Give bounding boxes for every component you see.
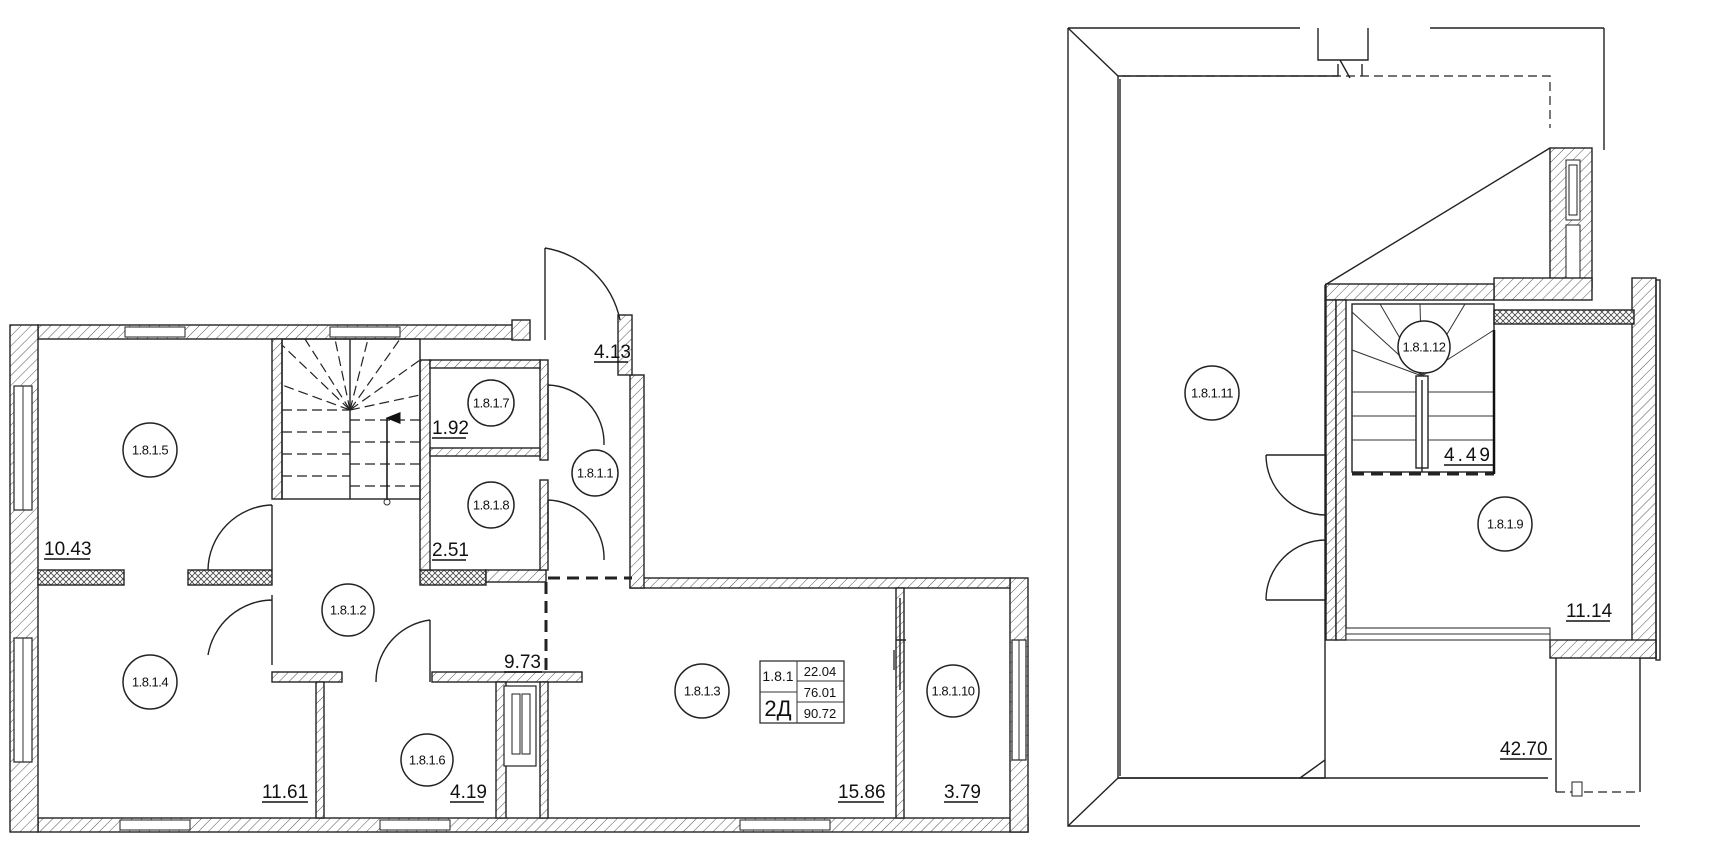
svg-text:3.79: 3.79	[944, 782, 981, 803]
svg-text:1.8.1.1: 1.8.1.1	[577, 466, 614, 481]
area-label: 4.49	[1444, 445, 1494, 466]
svg-text:1.8.1.6: 1.8.1.6	[409, 753, 446, 768]
svg-text:1.8.1.9: 1.8.1.9	[1487, 517, 1524, 532]
apartment-type: 2Д	[764, 696, 791, 721]
svg-text:11.14: 11.14	[1566, 601, 1613, 622]
svg-text:1.8.1.8: 1.8.1.8	[473, 498, 510, 513]
room-bubble-1-8-1-1: 1.8.1.1	[571, 449, 619, 497]
svg-text:2.51: 2.51	[432, 540, 469, 561]
svg-text:1.92: 1.92	[432, 418, 469, 439]
room-bubble-1-8-1-6: 1.8.1.6	[400, 733, 454, 787]
area-label: 4.19	[450, 782, 487, 803]
room-bubble-1-8-1-11: 1.8.1.11	[1184, 365, 1240, 421]
outer-walls	[9, 324, 1029, 833]
svg-text:4.19: 4.19	[450, 782, 487, 803]
svg-text:1.8.1.3: 1.8.1.3	[684, 684, 721, 699]
svg-text:1.8.1.4: 1.8.1.4	[132, 675, 169, 690]
room-bubble-1-8-1-8: 1.8.1.8	[467, 481, 515, 529]
floor-1-plan: 1.8.1.5 1.8.1.7 1.8.1.8 1.8.1.1 1.8.1.2 …	[9, 247, 1029, 833]
room-bubble-1-8-1-4: 1.8.1.4	[122, 654, 178, 710]
area-label: 4.13	[594, 342, 631, 363]
zone-boundary	[544, 576, 632, 672]
svg-text:1.8.1.10: 1.8.1.10	[932, 684, 975, 699]
staircase-floor-1	[281, 338, 421, 506]
svg-text:11.61: 11.61	[262, 782, 308, 803]
svg-text:15.86: 15.86	[838, 782, 886, 803]
balcony-outline	[1555, 658, 1641, 792]
svg-text:1.8.1.7: 1.8.1.7	[473, 396, 510, 411]
svg-text:1.8.1.5: 1.8.1.5	[132, 443, 169, 458]
svg-text:4.49: 4.49	[1444, 445, 1493, 466]
room-bubble-1-8-1-10: 1.8.1.10	[926, 664, 980, 718]
area-label: 9.73	[504, 652, 542, 673]
total-with-terrace: 90.72	[804, 706, 837, 721]
svg-text:1.8.1.12: 1.8.1.12	[1403, 340, 1446, 355]
room-bubble-1-8-1-3: 1.8.1.3	[674, 663, 730, 719]
total-area: 76.01	[804, 685, 837, 700]
room-bubble-1-8-1-5: 1.8.1.5	[122, 422, 178, 478]
svg-text:4.13: 4.13	[594, 342, 631, 363]
living-area: 22.04	[804, 664, 837, 679]
room-bubble-1-8-1-7: 1.8.1.7	[467, 379, 515, 427]
room-bubble-1-8-1-2: 1.8.1.2	[321, 583, 375, 637]
area-label: 1.92	[432, 418, 469, 439]
apartment-info-table: 1.8.1 2Д 22.04 76.01 90.72	[759, 660, 845, 724]
area-label: 15.86	[838, 782, 886, 803]
room-bubble-1-8-1-12: 1.8.1.12	[1397, 320, 1451, 374]
area-label: 42.70	[1500, 739, 1552, 760]
area-label: 11.61	[262, 782, 308, 803]
area-label: 3.79	[944, 782, 981, 803]
area-label: 10.43	[44, 539, 92, 560]
area-label: 11.14	[1566, 601, 1613, 622]
upper-walls	[1325, 147, 1661, 661]
interior-partitions	[37, 314, 905, 819]
svg-text:10.43: 10.43	[44, 539, 92, 560]
svg-text:1.8.1.2: 1.8.1.2	[330, 603, 367, 618]
svg-text:42.70: 42.70	[1500, 739, 1548, 760]
area-label: 2.51	[432, 540, 469, 561]
apartment-number: 1.8.1	[762, 668, 793, 684]
terrace-doors	[1265, 454, 1327, 601]
floor-2-plan: 1.8.1.11 1.8.1.12 1.8.1.9 4.49 11.14 42.…	[1067, 27, 1661, 827]
doors-floor-1	[207, 247, 906, 690]
svg-text:9.73: 9.73	[504, 652, 541, 673]
svg-text:1.8.1.11: 1.8.1.11	[1191, 386, 1233, 401]
room-bubble-1-8-1-9: 1.8.1.9	[1477, 496, 1533, 552]
